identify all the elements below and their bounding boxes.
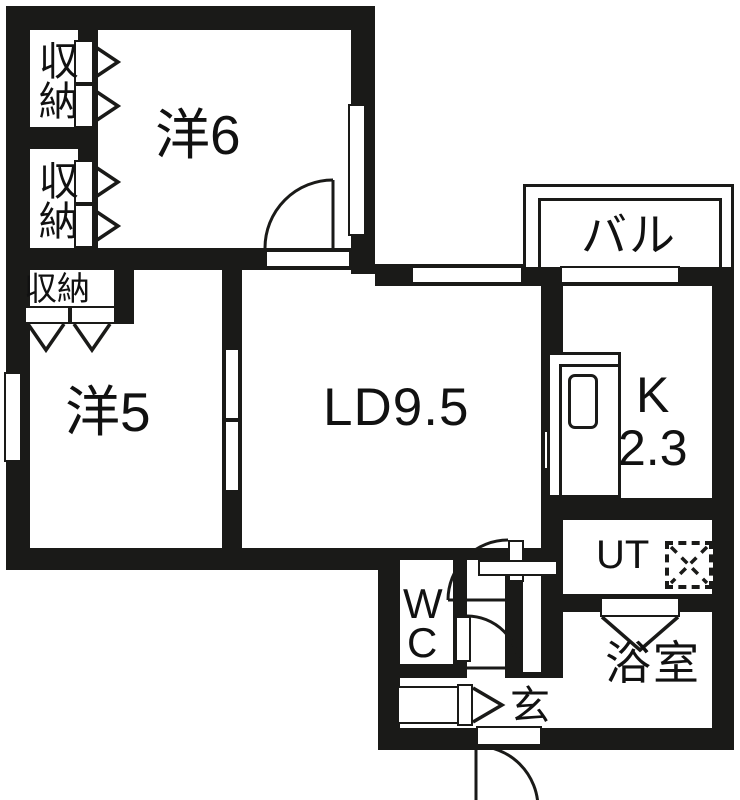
wall-kitchen-bottom (541, 498, 734, 520)
room-label-room5: 洋5 (65, 381, 151, 443)
room-label-balcony: バル (581, 209, 677, 261)
closet1-door-panel-top[interactable] (74, 40, 94, 84)
window-ld-north-left[interactable] (411, 266, 523, 284)
kitchen-sink-icon (568, 374, 598, 429)
hall-door-threshold[interactable] (478, 560, 558, 576)
room-fill-room5 (30, 324, 222, 548)
door-room6-opening[interactable] (265, 250, 351, 268)
balcony-sliding-door[interactable] (560, 266, 680, 284)
closet1-door-panel-bottom[interactable] (74, 84, 94, 128)
closet-mid-door-left[interactable] (24, 306, 70, 324)
door-swing-entrance-icon (474, 744, 539, 800)
wall-left-upper (6, 6, 30, 568)
room-label-ut: UT (596, 533, 650, 577)
shoe-cabinet-divider (385, 686, 390, 724)
window-room6-east[interactable] (348, 104, 366, 236)
wall-between-closets (6, 127, 98, 149)
room-fill-closet1 (30, 30, 78, 127)
closet-label-3: 収納 (24, 270, 90, 307)
shoe-cabinet (397, 686, 459, 724)
wc-door-panel[interactable] (455, 616, 471, 662)
closet2-door-panel-top[interactable] (74, 160, 94, 204)
room-fill-wc (400, 560, 453, 664)
window-room5-west[interactable] (4, 372, 22, 462)
room-label-wc-c: C (407, 619, 438, 666)
wall-lower-left-bottom (6, 548, 475, 570)
sliding-door-room5-panel-top[interactable] (224, 348, 240, 420)
wall-bath-bottom (541, 728, 734, 750)
wall-wc-bottom (378, 664, 467, 678)
room-fill-ld (242, 286, 541, 548)
room-fill-closet-mid (30, 270, 114, 306)
wall-top-outer (6, 6, 375, 30)
closet-label-1: 収納 (32, 40, 77, 120)
room-label-kitchen-k: K (636, 367, 670, 423)
closet-mid-door-right[interactable] (70, 306, 116, 324)
bathroom-door-panel[interactable] (600, 597, 680, 617)
room-label-bathroom: 浴室 (605, 637, 701, 689)
room-label-kitchen-size: 2.3 (618, 420, 688, 476)
sliding-door-room5-panel-bottom[interactable] (224, 420, 240, 492)
room-label-ld: LD9.5 (323, 378, 470, 437)
room-label-entrance: 玄 (510, 684, 550, 728)
entrance-door-threshold[interactable] (476, 726, 542, 746)
closet2-door-panel-bottom[interactable] (74, 204, 94, 248)
room-label-room6: 洋6 (155, 104, 241, 166)
room-label-wc-w: W (403, 580, 443, 627)
room-fill-closet2 (30, 149, 78, 248)
wall-hall-west (378, 560, 400, 750)
washing-machine-space-icon (665, 541, 713, 589)
shoe-cabinet-door-panel[interactable] (457, 684, 473, 726)
closet-label-2: 収納 (32, 160, 77, 240)
